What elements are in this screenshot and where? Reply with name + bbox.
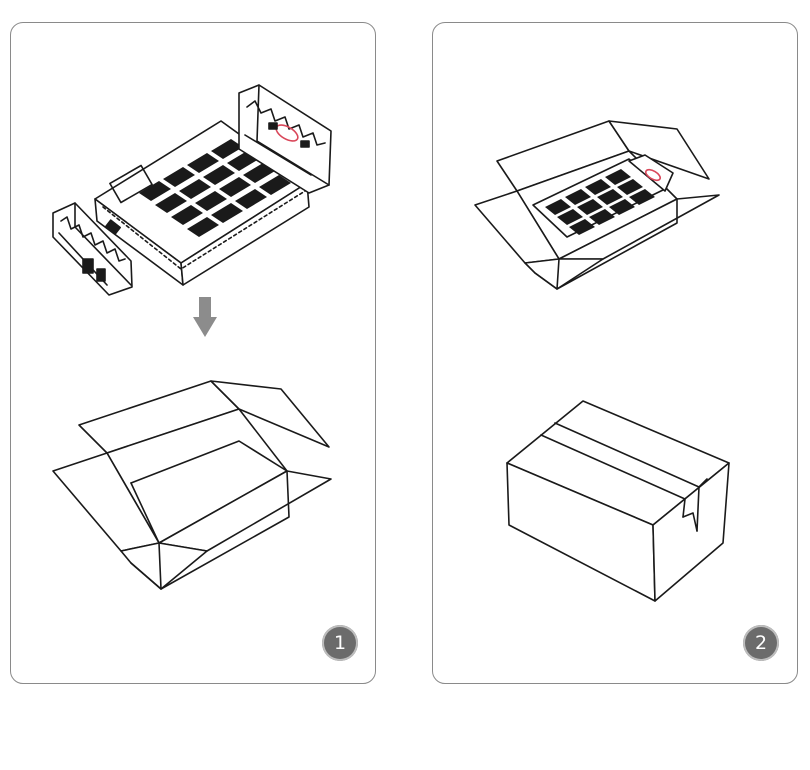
packed-box-icon	[474, 120, 720, 290]
step-2-panel: 2	[432, 22, 798, 684]
foam-cap-left	[52, 202, 133, 296]
device-icon	[532, 154, 674, 238]
step-1-illustration	[52, 84, 332, 590]
step-2-illustration	[474, 120, 730, 602]
sealed-box-icon	[506, 400, 730, 602]
foam-cap-right	[238, 84, 332, 194]
step-1-panel: 1	[10, 22, 376, 684]
step-number-badge: 1	[322, 625, 358, 661]
step-number-badge: 2	[743, 625, 779, 661]
open-box-icon	[52, 380, 332, 590]
down-arrow-icon	[193, 297, 217, 337]
device-icon	[52, 84, 332, 296]
